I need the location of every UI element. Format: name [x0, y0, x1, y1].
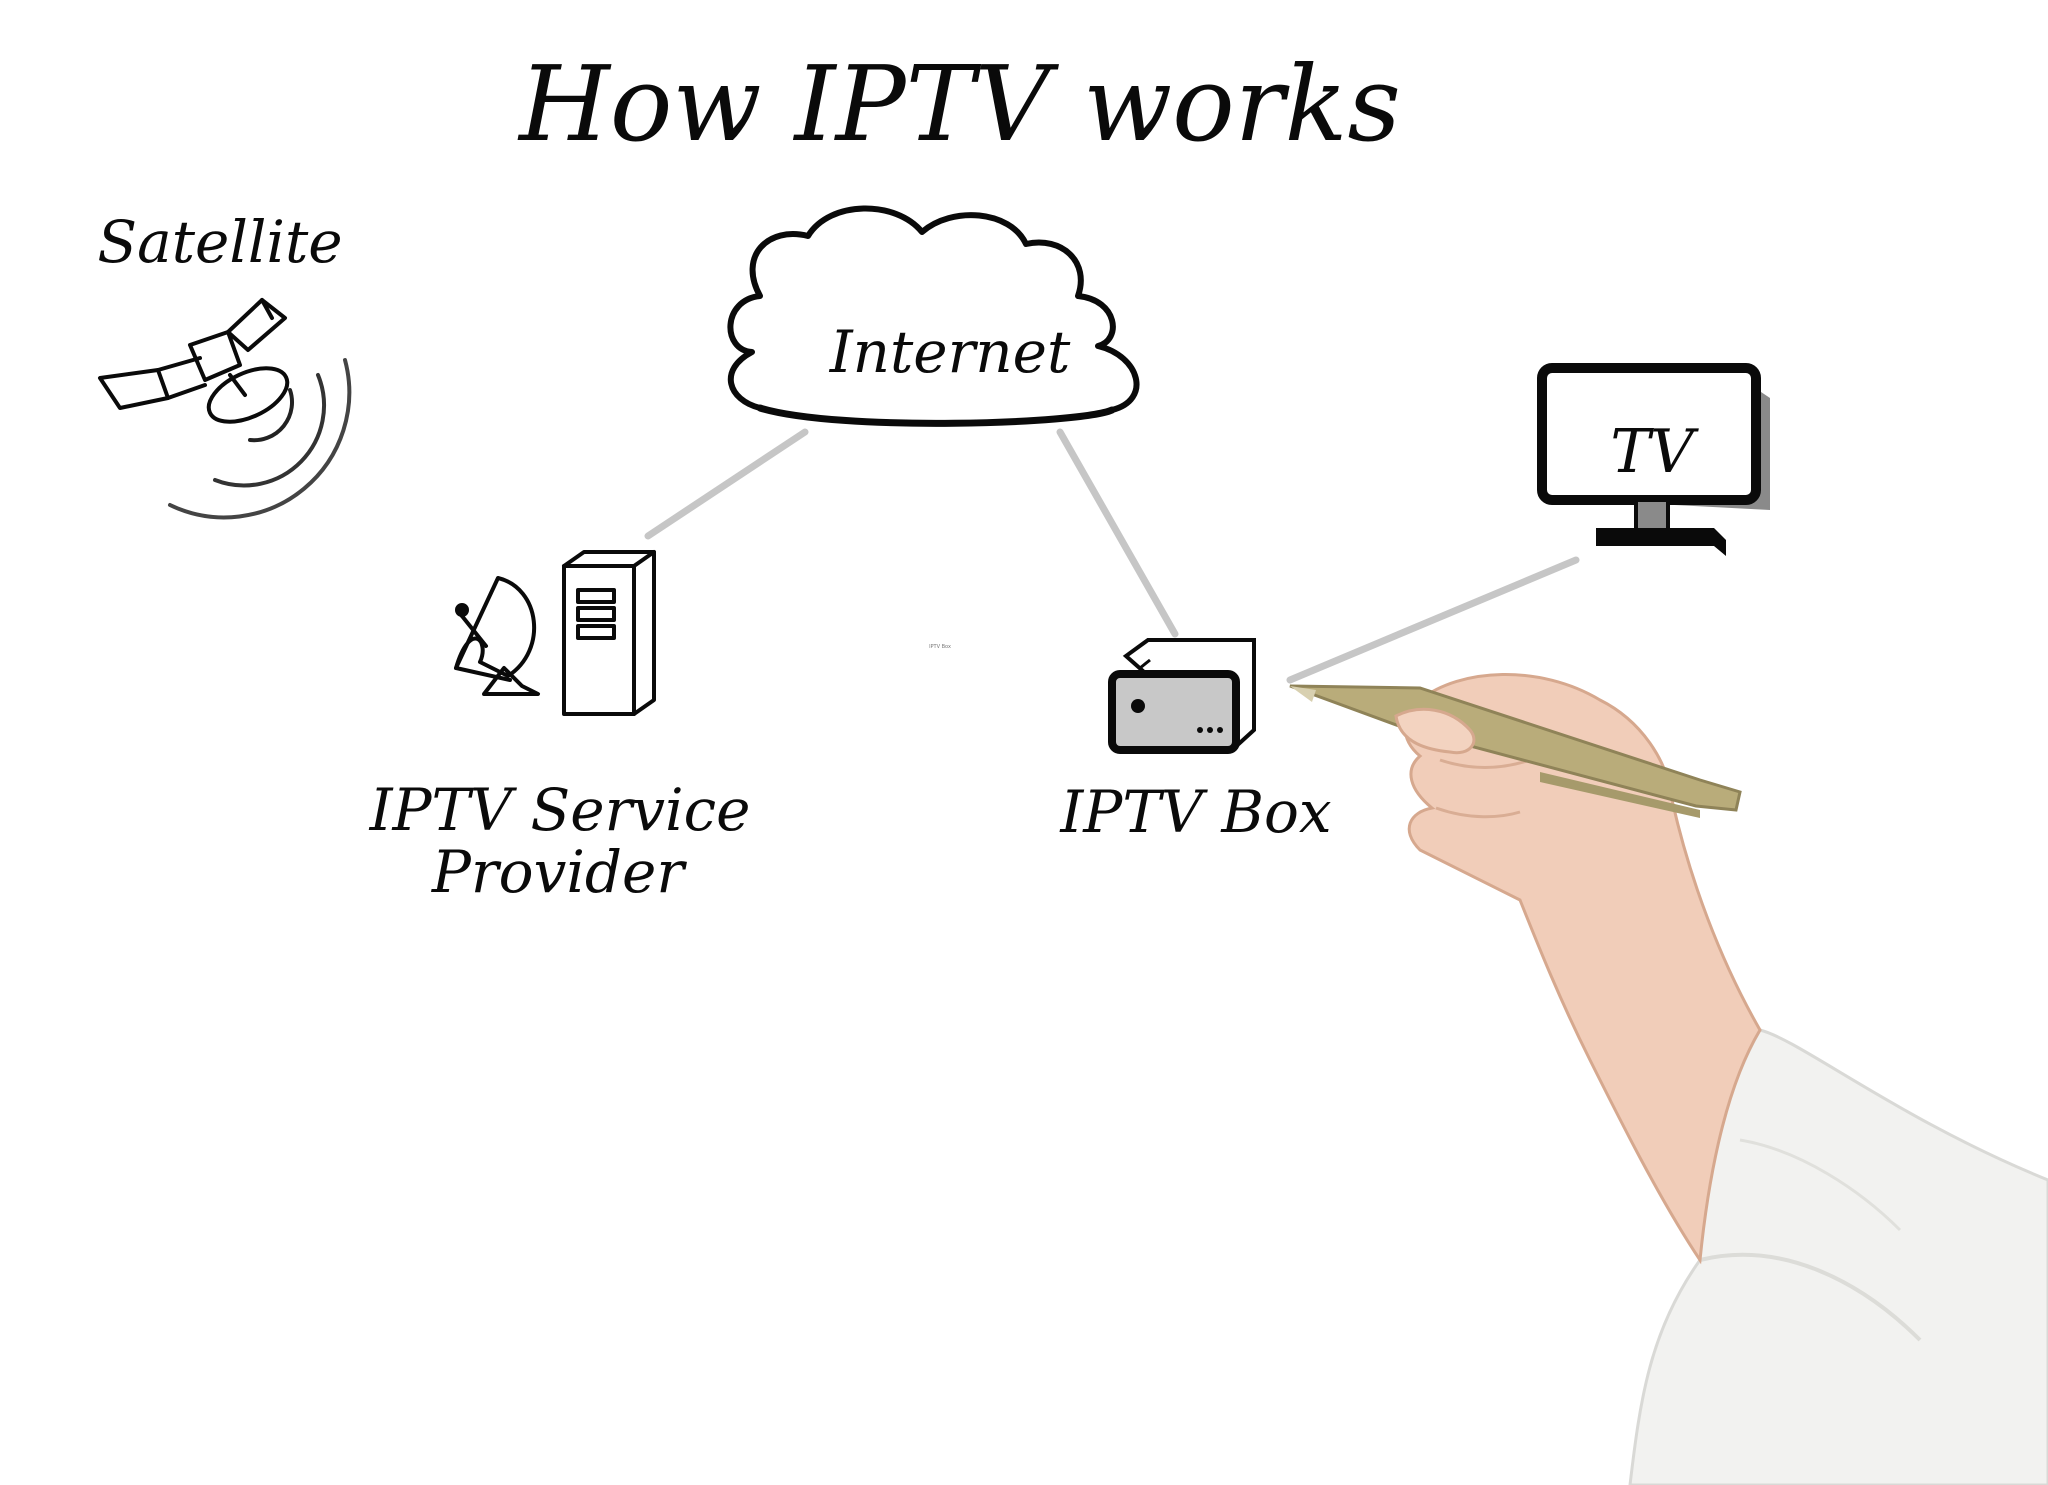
provider-label-line2: Provider: [431, 838, 687, 906]
connector-internet-box: [1056, 428, 1179, 638]
server-tower-icon: [562, 550, 656, 716]
tv-label: TV: [1610, 417, 1699, 487]
satellite-icon: [98, 298, 352, 520]
connector-box-tv: [1286, 556, 1580, 684]
internet-cloud-icon: [727, 205, 1140, 427]
diagram-title: How IPTV works: [517, 43, 1401, 165]
iptv-box-icon: [1108, 638, 1256, 754]
satellite-dish-icon: [454, 576, 540, 696]
iptv-box-label: IPTV Box: [1059, 778, 1331, 846]
tv-icon: [1537, 363, 1770, 556]
satellite-label: Satellite: [97, 208, 342, 276]
internet-label: Internet: [829, 318, 1071, 386]
tiny-caption: IPTV Box: [929, 644, 951, 650]
connector-provider-internet: [644, 428, 809, 540]
provider-label-line1: IPTV Service: [369, 776, 751, 844]
hand-with-pen-icon: [1289, 673, 2048, 1485]
